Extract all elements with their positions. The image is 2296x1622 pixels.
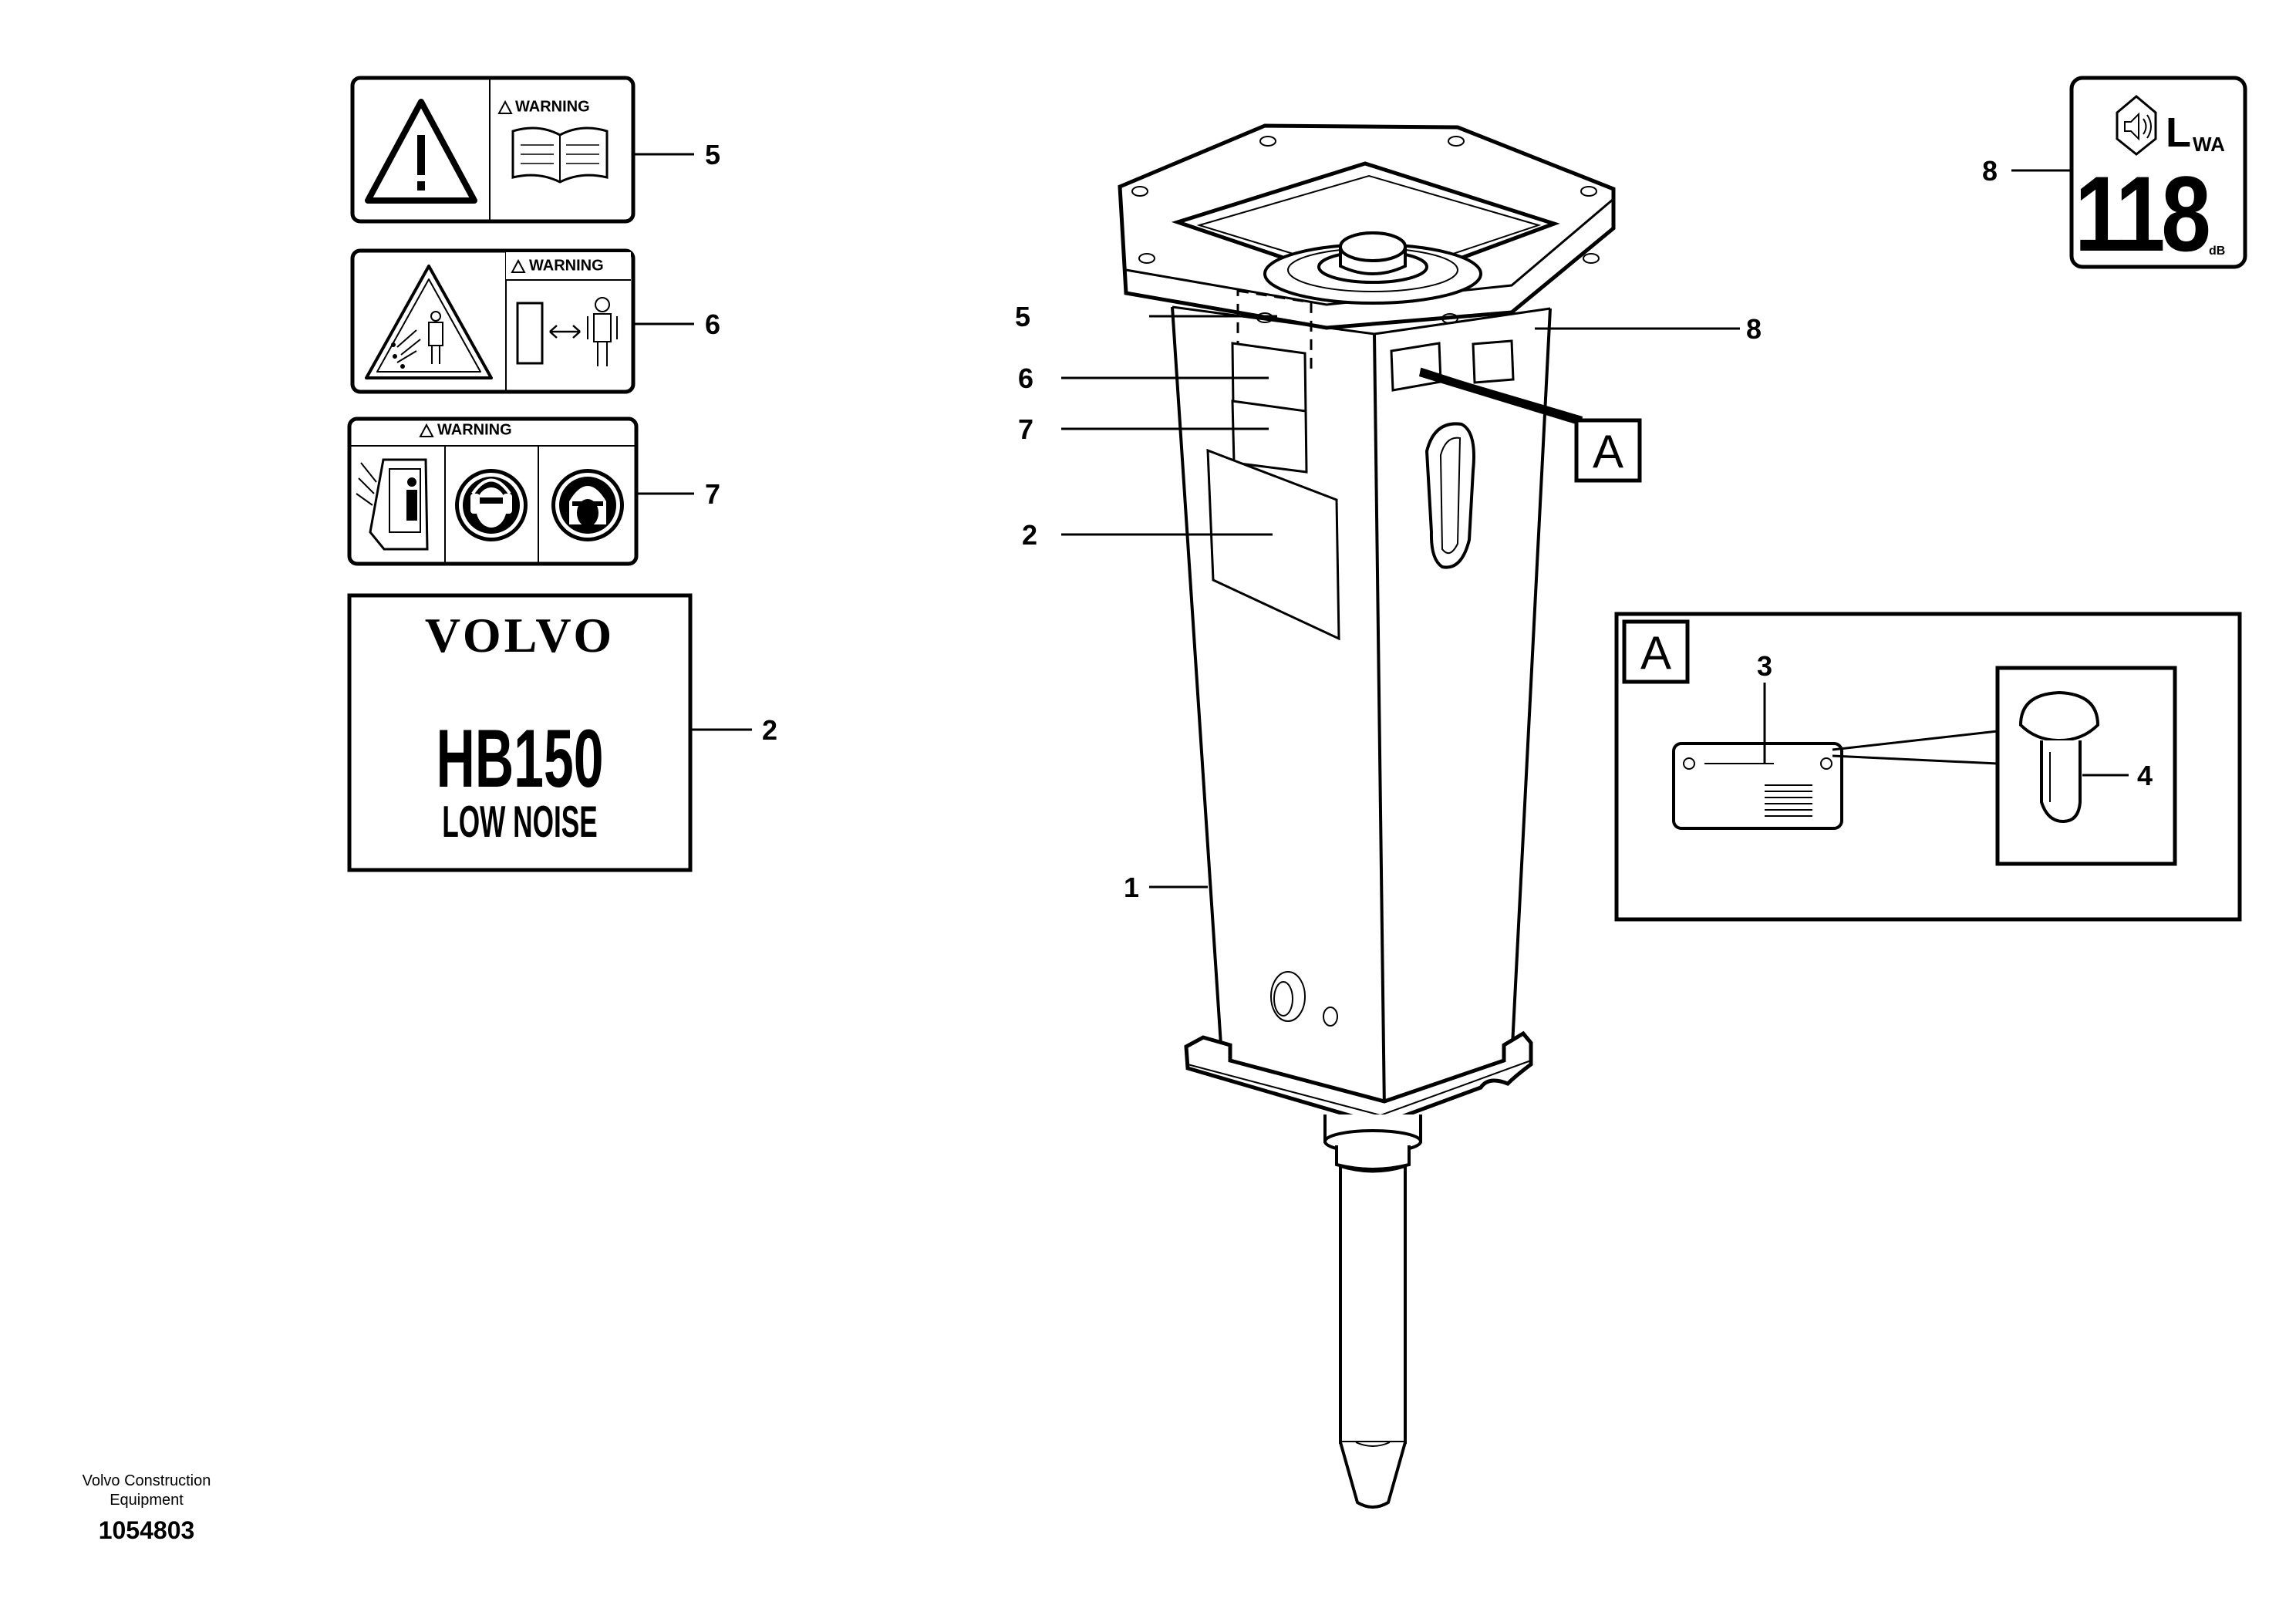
hydraulic-breaker-illustration: 5 6 7 2 1 8 A: [1015, 123, 1762, 1509]
breaker-body: [1171, 306, 1552, 1113]
callout-8-main: 8: [1746, 313, 1762, 345]
bottom-plate: [1184, 1030, 1533, 1127]
rivet-icon: [2018, 690, 2100, 824]
company-line-1: Volvo Construction: [83, 1472, 211, 1489]
decal-2-location: [1206, 448, 1340, 641]
side-slot: [1424, 422, 1475, 569]
callout-3: 3: [1757, 650, 1772, 682]
top-flange: [1118, 123, 1616, 330]
callout-7: 7: [705, 478, 720, 510]
callout-6-main: 6: [1018, 363, 1033, 394]
warning-header: WARNING: [419, 422, 512, 439]
decal-8-noise-level: L WA 118 dB 8: [1982, 76, 2247, 274]
warning-text: WARNING: [515, 99, 590, 116]
lwa-subscript: WA: [2193, 133, 2225, 156]
warning-text: WARNING: [437, 422, 512, 439]
decal-6-warning-distance: WARNING 6: [350, 248, 720, 394]
helmet-protection-icon: [551, 469, 624, 541]
callout-2-main: 2: [1022, 519, 1037, 551]
warning-header: WARNING: [497, 99, 590, 116]
detail-a-tag: A: [1640, 627, 1671, 679]
detail-a-view: A 3 4: [1614, 612, 2242, 922]
callout-1-main: 1: [1124, 872, 1139, 903]
callout-6: 6: [705, 309, 720, 340]
callout-2: 2: [762, 714, 777, 746]
decal-8-location: [1390, 342, 1442, 392]
view-a-letter: A: [1593, 426, 1623, 477]
decal-7-location: [1231, 400, 1308, 474]
noise-unit: dB: [2209, 244, 2225, 258]
warning-text: WARNING: [529, 258, 604, 275]
model-name: HB150: [437, 713, 604, 805]
brand-volvo: VOLVO: [425, 608, 615, 663]
callout-7-main: 7: [1018, 413, 1033, 445]
drawing-number: 1054803: [99, 1516, 195, 1544]
callout-5-main: 5: [1015, 301, 1030, 332]
variant-text: LOW NOISE: [442, 798, 597, 847]
chisel-tool: [1323, 1114, 1422, 1509]
callout-8: 8: [1982, 155, 1998, 187]
callout-5: 5: [705, 139, 720, 170]
decal-2-model-plate: VOLVO HB150 LOW NOISE 2: [347, 593, 777, 872]
flying-debris-triangle-icon: [365, 265, 493, 379]
decal-7-warning-ppe: WARNING 7: [347, 416, 720, 566]
speaker-icon: [2116, 95, 2157, 156]
callout-4: 4: [2137, 760, 2153, 791]
operator-cab-icon: [356, 458, 429, 551]
ear-protection-icon: [455, 469, 528, 541]
manual-book-icon: [511, 126, 609, 184]
noise-value: 118: [2075, 154, 2209, 274]
company-line-2: Equipment: [110, 1492, 184, 1509]
warning-triangle-icon: [365, 99, 477, 204]
view-a-marker: A: [1574, 418, 1642, 483]
safe-distance-icon: [516, 297, 618, 366]
identification-plate: [1672, 742, 1843, 830]
warning-header: WARNING: [511, 258, 604, 275]
decal-5-warning-manual: WARNING 5: [350, 76, 720, 224]
footer: Volvo Construction Equipment 1054803: [83, 1472, 211, 1544]
lwa-symbol: L: [2166, 110, 2191, 156]
